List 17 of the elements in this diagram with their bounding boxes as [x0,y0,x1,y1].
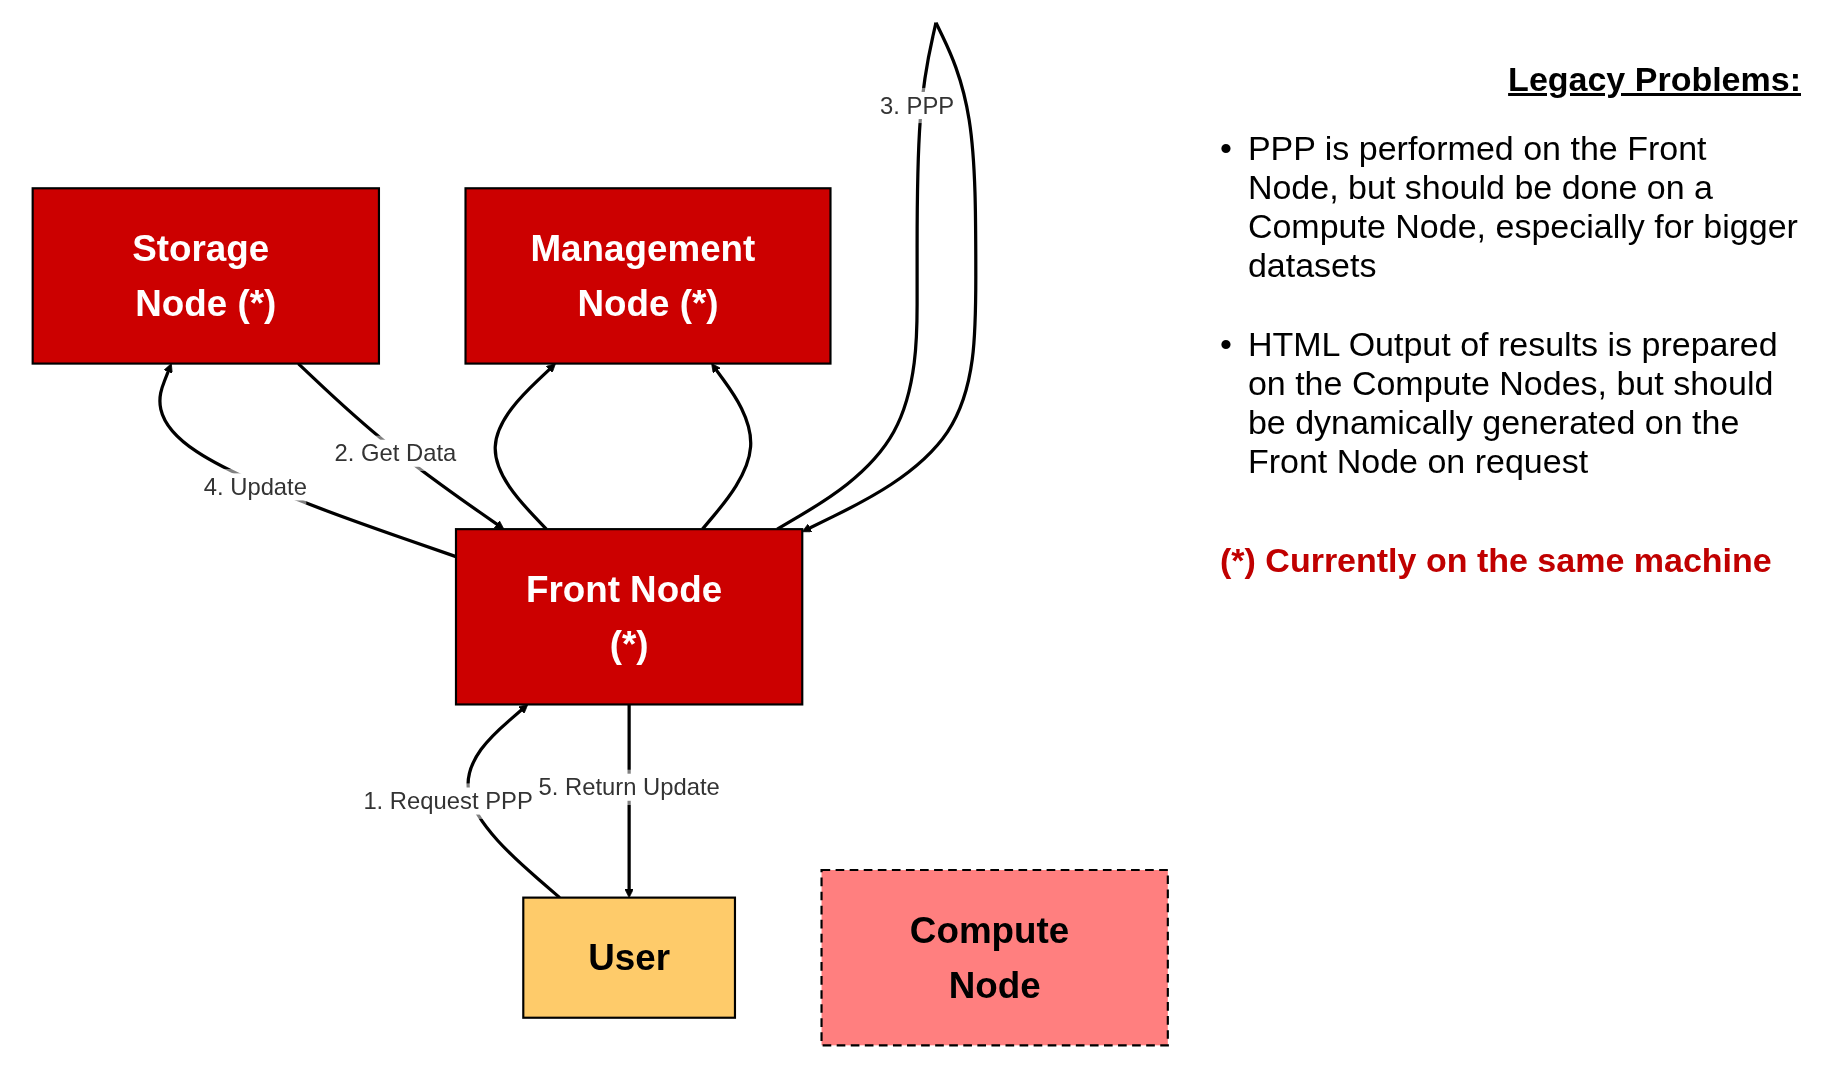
node-box [820,868,1169,1047]
footnote: (*) Currently on the same machine [1220,541,1773,580]
heading: Legacy Problems: [1507,60,1801,99]
edge-label: 4. Update [203,473,307,501]
edge-label: 3. PPP [879,91,954,120]
edge-label: 5. Return Update [538,773,720,801]
node-box [464,187,832,365]
edge-label: 1. Request PPP [363,787,533,815]
edge-label: 2. Get Data [334,439,457,467]
bullet: • [1220,129,1232,169]
node-box [31,187,380,365]
bullet-text: HTML Output of results is prepared on the Compute Nodes, but should be dynamically generated on the Front Node on request [1247,325,1779,481]
bullet: • [1220,325,1232,365]
node-box [521,896,736,1019]
flowchart: 1. Request PPP 5. Return Update 3. PPP 4. Update 2. Get Data User Storage Node (*) Management Node (*) Front Node (*) Compute Node [23,14,1177,1054]
bullet-text: PPP is performed on the Front Node, but should be done on a Compute Node, especially for bigger datasets [1247,129,1799,285]
node-box [454,528,804,706]
